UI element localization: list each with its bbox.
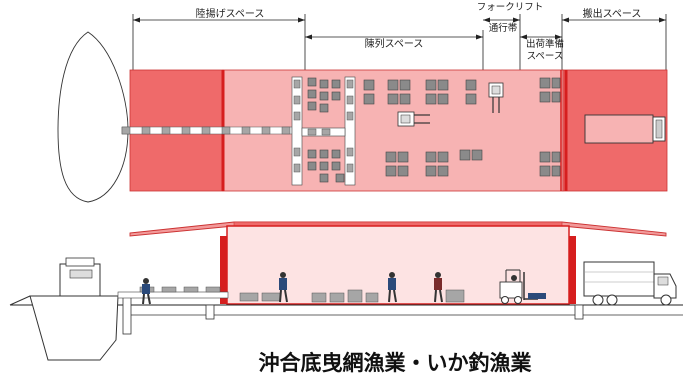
label-shipping-prep-line1: 出荷準備	[526, 38, 564, 50]
forklift-plan-horizontal	[397, 111, 430, 127]
pallet-grid-lower	[307, 149, 561, 183]
section-view	[9, 221, 683, 361]
ship-hull-plan	[57, 31, 129, 203]
forklift-elevation	[499, 269, 546, 304]
worker-figure-4	[434, 272, 443, 303]
forklift-plan-vertical	[488, 82, 504, 113]
pallet-grid-upper	[307, 77, 561, 113]
label-landing-space: 陸揚げスペース	[196, 7, 265, 20]
dimension-lines	[132, 14, 667, 70]
label-shipping-prep-line2: スペース	[527, 51, 564, 62]
truck-plan	[584, 114, 666, 144]
label-loading-out-space: 搬出スペース	[583, 7, 642, 20]
worker-figure-3	[388, 272, 397, 303]
diagram-caption: 沖合底曳網漁業・いか釣漁業	[259, 351, 533, 375]
truck-elevation	[583, 261, 677, 306]
label-forklift-passage-line2: 通行帯	[489, 22, 518, 34]
worker-figure-2	[279, 272, 288, 303]
conveyor-line	[121, 126, 293, 135]
sorting-lanes	[291, 76, 356, 186]
label-forklift-passage-line1: フォークリフト	[477, 2, 544, 13]
quay-wall	[122, 295, 132, 335]
label-display-space: 陳列スペース	[365, 37, 424, 50]
worker-figure-1	[142, 278, 151, 305]
ship-elevation	[9, 257, 119, 361]
plan-view	[57, 31, 668, 203]
